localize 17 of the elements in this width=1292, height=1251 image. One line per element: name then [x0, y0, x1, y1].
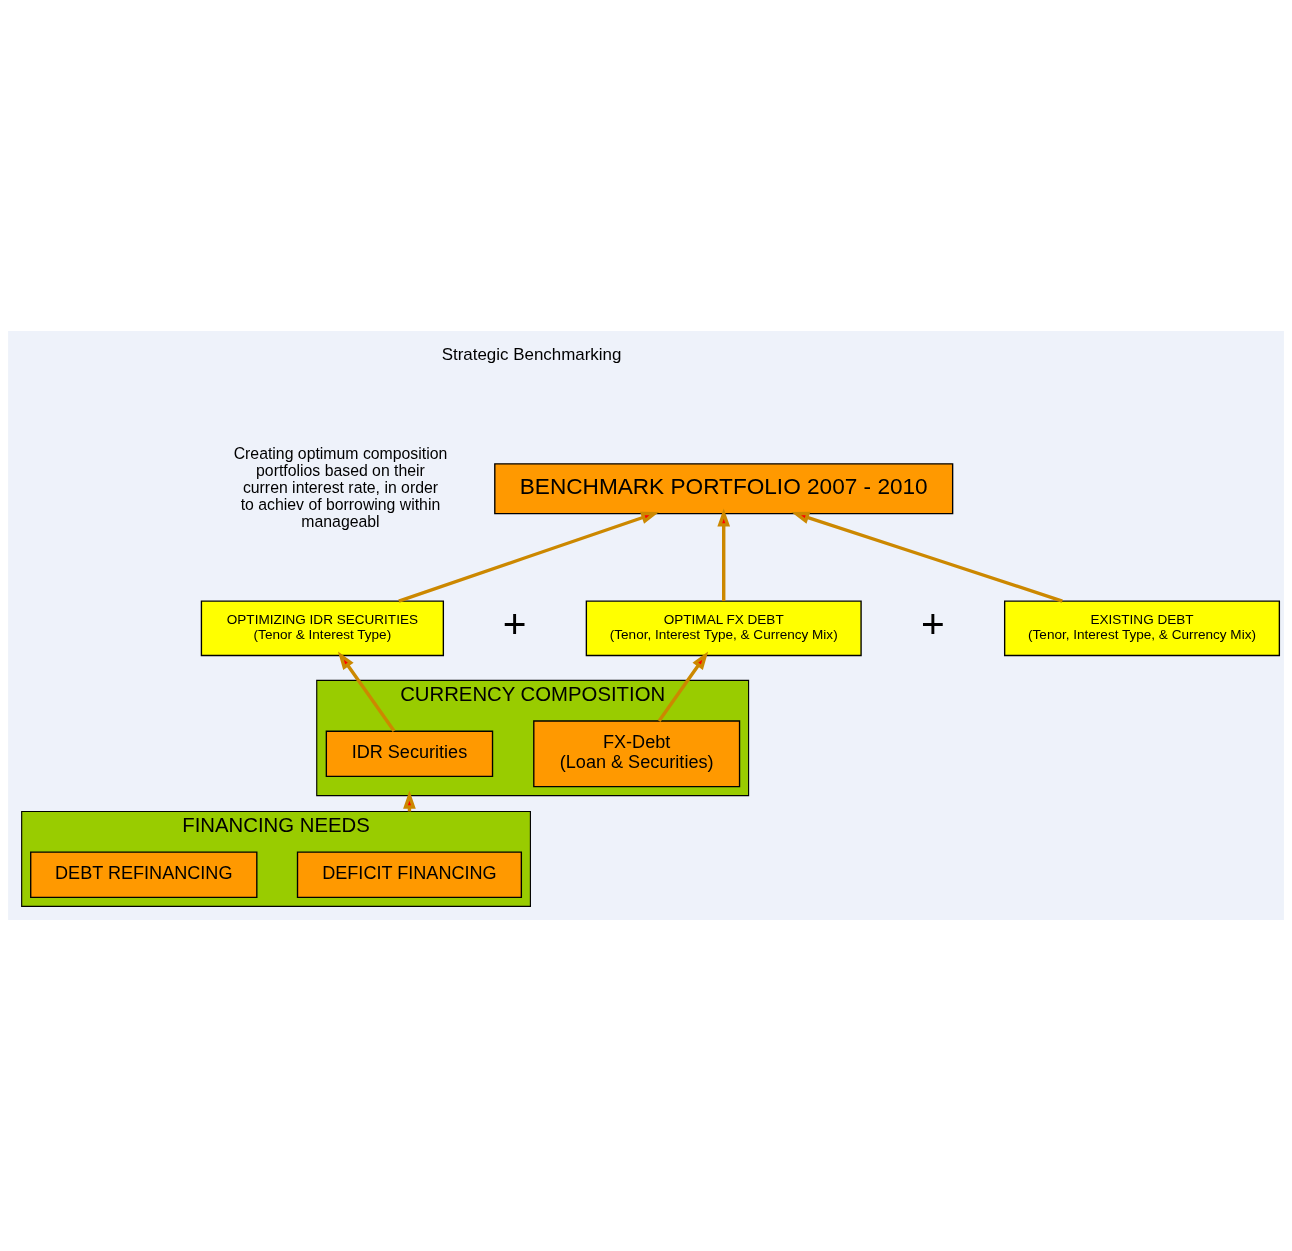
node-box: OPTIMIZING IDR SECURITIES (Tenor & Interest Type)	[200, 600, 445, 657]
label: +	[502, 601, 527, 648]
node-box: OPTIMAL FX DEBT (Tenor, Interest Type, & Currency Mix)	[585, 600, 862, 657]
node-box: BENCHMARK PORTFOLIO 2007 - 2010	[494, 463, 954, 515]
arrow	[791, 511, 1063, 603]
node-box: DEBT REFINANCING	[30, 851, 258, 899]
arrow	[398, 511, 660, 603]
node-box: FX-Debt (Loan & Securities)	[533, 720, 741, 788]
node-box: DEFICIT FINANCING	[296, 851, 523, 899]
label: Creating optimum composition portfolios based on their curren interest rate, in order to achiev of borrowing within manageabl	[233, 444, 448, 530]
arrow	[657, 651, 709, 722]
node-box: IDR Securities	[325, 730, 494, 778]
arrow	[717, 508, 731, 602]
label: Strategic Benchmarking	[441, 344, 622, 364]
arrow	[337, 651, 396, 732]
label: +	[920, 601, 945, 648]
node-box: EXISTING DEBT (Tenor, Interest Type, & Currency Mix)	[1004, 600, 1281, 657]
